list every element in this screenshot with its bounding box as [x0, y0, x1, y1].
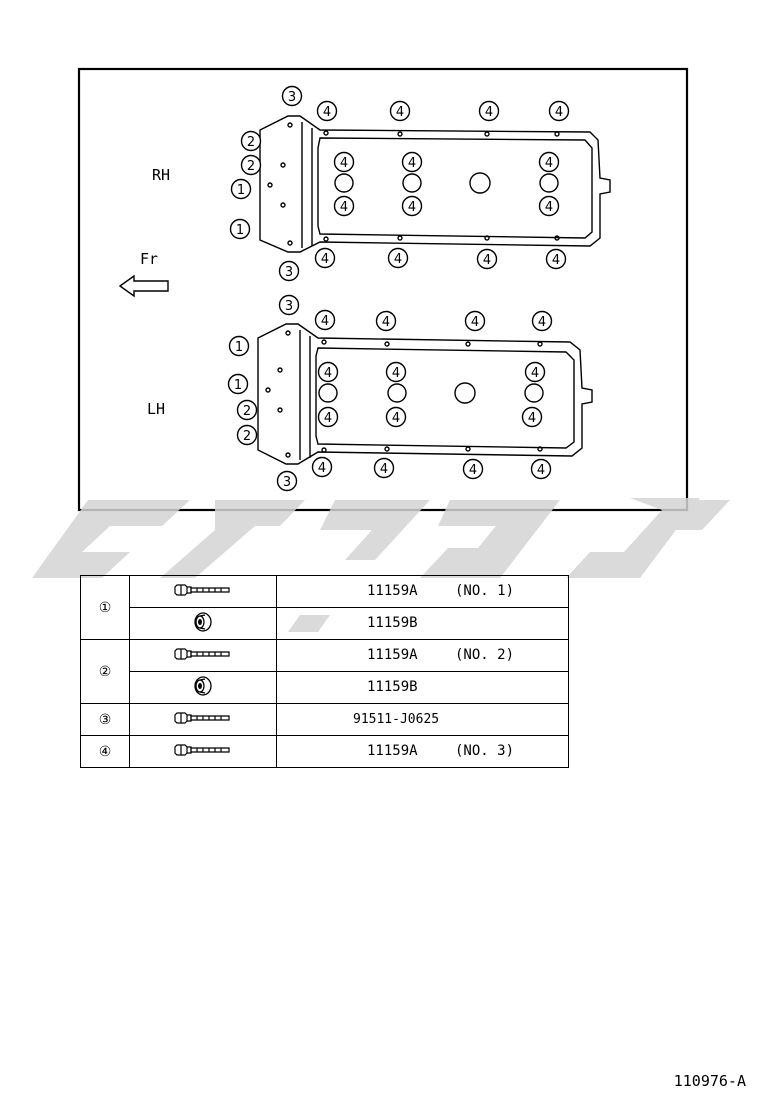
part-number: 11159A — [367, 647, 418, 663]
bolt-icon — [129, 575, 277, 608]
part-number: 11159B — [367, 679, 418, 695]
table-row: 11159B — [81, 671, 569, 704]
rh-label: RH — [152, 166, 170, 184]
part-number: 91511-J0625 — [353, 712, 440, 727]
bolt-icon — [129, 735, 277, 768]
figure-code: 110976-A — [673, 1072, 746, 1090]
part-number: 11159A — [367, 743, 418, 759]
washer-icon — [129, 671, 277, 704]
lh-cover — [257, 323, 593, 465]
part-note: (NO. 3) — [455, 743, 515, 759]
bolt-icon — [129, 703, 277, 736]
row-number: ③ — [80, 703, 130, 736]
washer-icon — [129, 607, 277, 640]
lh-label: LH — [147, 400, 165, 418]
part-number: 11159A — [367, 583, 418, 599]
row-number: ① — [80, 575, 130, 640]
parts-table: ① 11159A (NO. 1) 11159B ② 11159A (NO. 2) 1… — [80, 575, 569, 768]
front-arrow-icon — [118, 274, 169, 298]
row-number: ② — [80, 639, 130, 704]
part-note: (NO. 2) — [455, 647, 515, 663]
diagram-frame — [77, 67, 689, 512]
table-row: ④ 11159A (NO. 3) — [80, 735, 569, 768]
part-number: 11159B — [367, 615, 418, 631]
row-number: ④ — [80, 735, 130, 768]
front-label: Fr — [140, 250, 158, 268]
table-row: ② 11159A (NO. 2) — [80, 639, 569, 704]
table-row: ③ 91511-J0625 — [80, 703, 569, 736]
table-row: ① 11159A (NO. 1) — [80, 575, 569, 640]
part-note: (NO. 1) — [455, 583, 515, 599]
bolt-icon — [129, 639, 277, 672]
table-row: 11159B — [81, 607, 569, 640]
rh-cover — [259, 115, 611, 253]
